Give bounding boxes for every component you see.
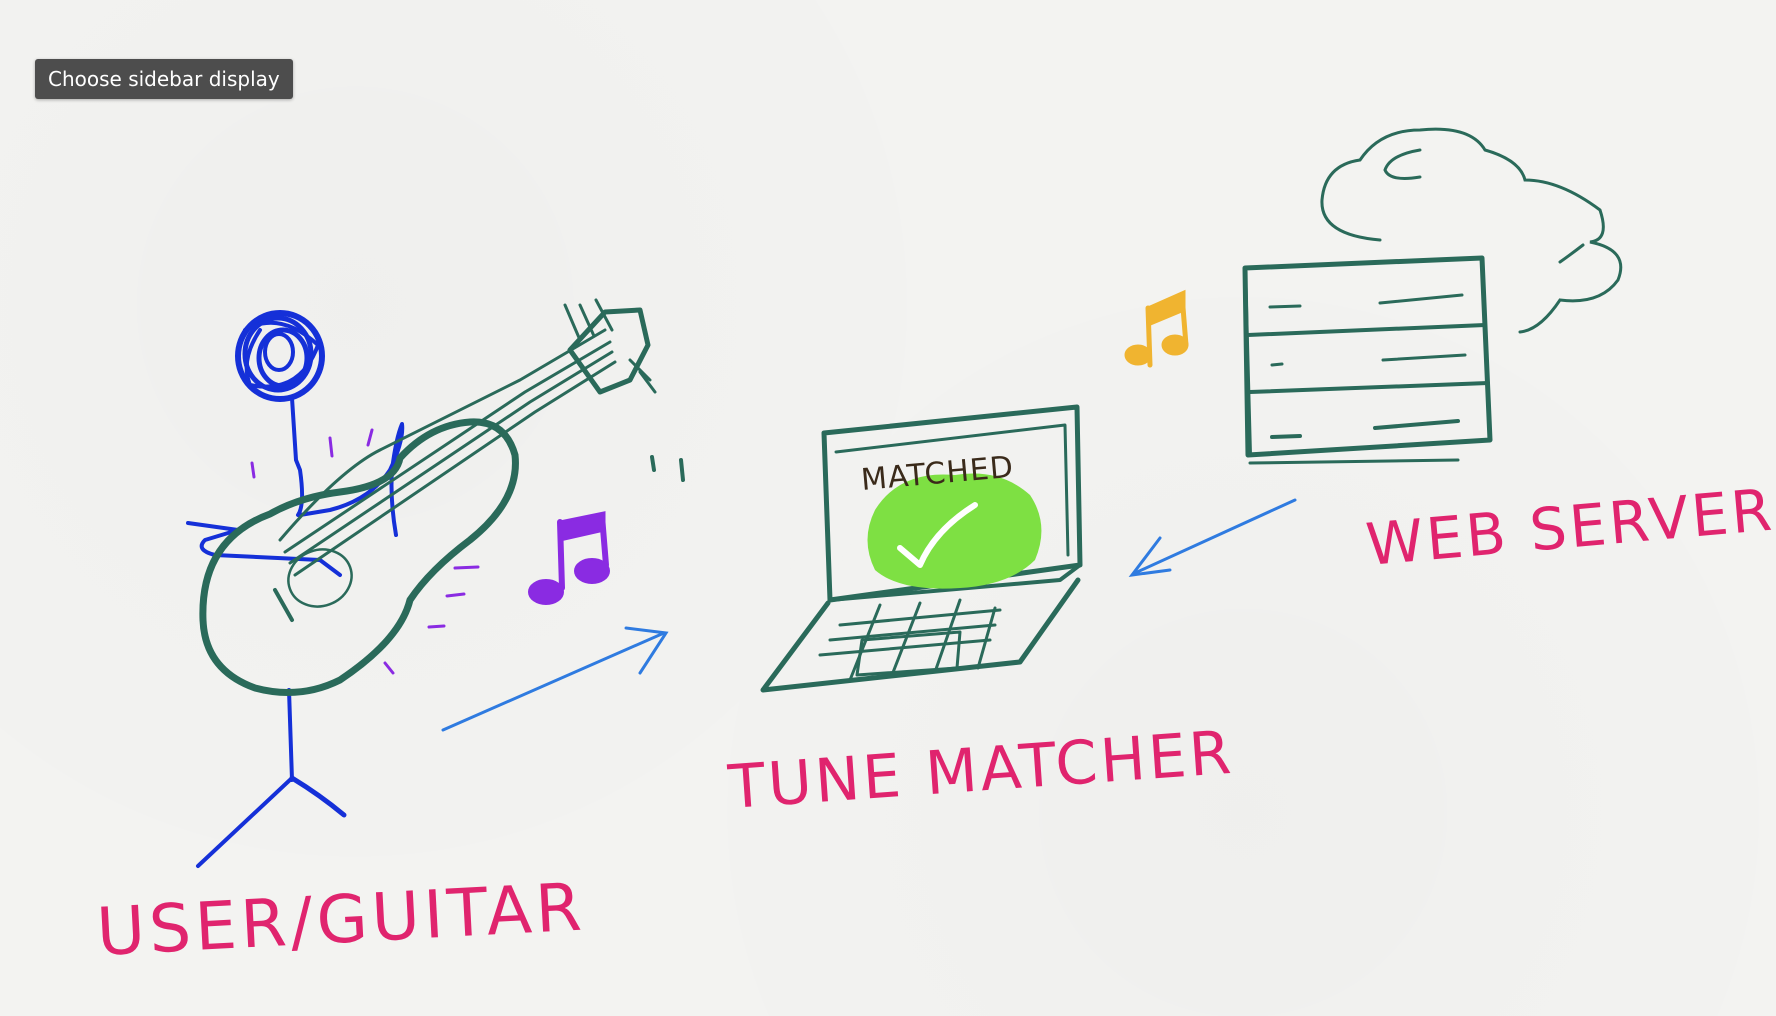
sound-lines-icon [250,428,480,675]
arrow-icon [1128,498,1297,577]
sidebar-display-tooltip: Choose sidebar display [35,59,293,99]
tune-matcher-label: TUNE MATCHER [725,718,1236,823]
screen-label: MATCHED [860,450,1016,498]
stick-figure-icon [186,310,405,868]
decoration-marks [650,455,685,482]
cloud-icon [1320,127,1623,334]
guitar-icon [199,298,657,696]
music-note-icon [1124,289,1189,368]
server-icon [1242,255,1493,465]
laptop-icon [760,404,1083,693]
checkmark-icon [867,473,1042,589]
arrow-icon [441,626,669,732]
user-guitar-label: USER/GUITAR [95,868,587,970]
web-server-label: WEB SERVER [1363,476,1776,579]
music-note-icon [528,511,610,605]
